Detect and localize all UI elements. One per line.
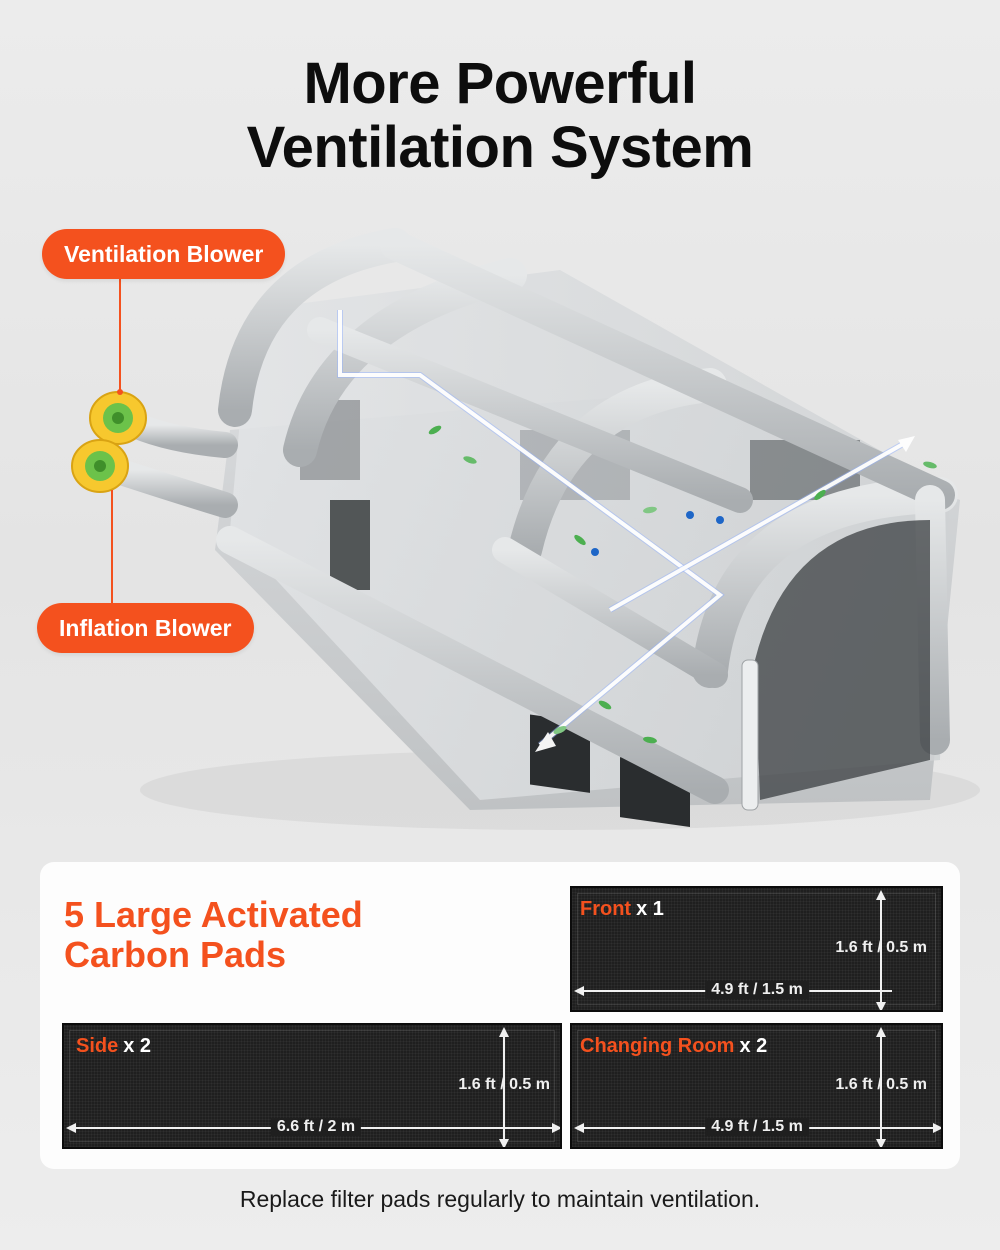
side-pad-height: 1.6 ft / 0.5 m	[458, 1076, 550, 1093]
front-pad-width: 4.9 ft / 1.5 m	[705, 981, 809, 999]
airflow-particles	[428, 425, 937, 744]
changing-room-pad-name: Changing Room	[580, 1035, 735, 1057]
side-pad-qty: x 2	[123, 1035, 152, 1057]
carbon-pads-title-line-1: 5 Large Activated	[64, 894, 363, 935]
front-pad-name: Front	[580, 898, 632, 920]
front-pad-height: 1.6 ft / 0.5 m	[835, 939, 927, 956]
inflation-blower-callout: Inflation Blower	[37, 603, 254, 653]
ventilation-blower-callout: Ventilation Blower	[42, 229, 286, 279]
tent-frame	[216, 228, 958, 805]
inflation-blower-icon	[71, 439, 129, 493]
ventilation-blower-icon	[89, 391, 147, 445]
footnote: Replace filter pads regularly to maintai…	[239, 1186, 761, 1212]
side-pad-name: Side	[76, 1035, 119, 1057]
carbon-pads-title-line-2: Carbon Pads	[64, 934, 287, 975]
spray-booth-tent-illustration	[71, 228, 980, 830]
headline: More Powerful Ventilation System	[0, 52, 1000, 180]
headline-line-1: More Powerful	[303, 51, 697, 116]
front-pad-qty: x 1	[636, 898, 664, 920]
carbon-pads-title: 5 Large Activated Carbon Pads	[64, 895, 524, 975]
headline-line-2: Ventilation System	[246, 115, 754, 180]
airflow-arrows	[337, 310, 915, 752]
changing-room-pad-qty: x 2	[739, 1035, 768, 1057]
side-pad-width: 6.6 ft / 2 m	[270, 1118, 362, 1136]
changing-room-pad-height: 1.6 ft / 0.5 m	[835, 1076, 927, 1093]
changing-room-pad-width: 4.9 ft / 1.5 m	[705, 1118, 809, 1136]
